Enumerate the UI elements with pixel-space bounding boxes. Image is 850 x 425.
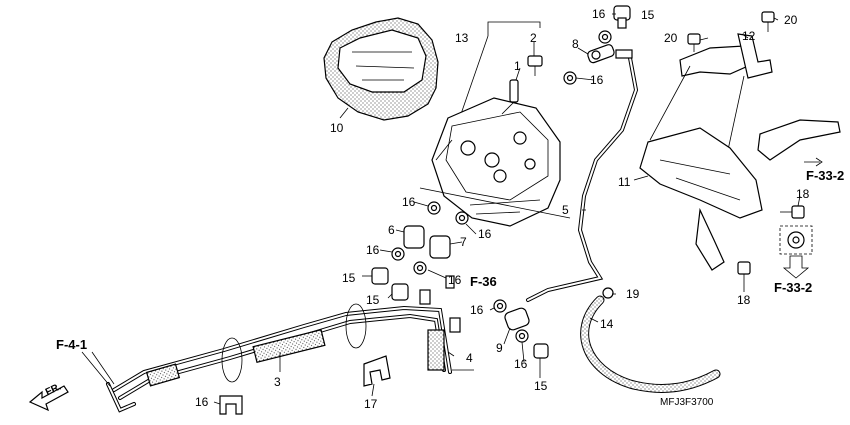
- cover-part-10: [323, 17, 439, 121]
- callout-1: 1: [514, 59, 521, 73]
- callout-19: 19: [626, 287, 640, 301]
- washer-top-group: [563, 5, 631, 85]
- fittings-group: [371, 201, 469, 333]
- callout-16g: 16: [470, 303, 484, 317]
- hose-part-14: [580, 295, 721, 394]
- callout-6: 6: [388, 223, 395, 237]
- callout-16f: 16: [448, 273, 462, 287]
- callout-11: 11: [618, 175, 631, 189]
- unit-outline-line: [419, 187, 571, 219]
- clamps-part-17: [219, 355, 391, 415]
- unit-leader: [435, 139, 453, 161]
- sensor-part-1: [501, 79, 519, 115]
- callout-16e: 16: [366, 243, 380, 257]
- callout-16a: 16: [592, 7, 606, 21]
- callout-16b: 16: [590, 73, 604, 87]
- clamp-rings: [221, 303, 367, 383]
- callout-13: 13: [455, 31, 469, 45]
- hose-part-3: [106, 305, 452, 413]
- callout-20b: 20: [784, 13, 798, 27]
- banjo-part-8: [587, 44, 633, 64]
- stay-part-12: [649, 33, 773, 151]
- callout-14: 14: [600, 317, 614, 331]
- ref-f-33-2-bottom: F-33-2: [774, 280, 812, 295]
- callout-labels: 1 2 3 4 5 6 7 8 9 10 11 12 13 14 15 15 1…: [195, 7, 810, 411]
- callout-12: 12: [742, 29, 756, 43]
- arrow-f33-top: [804, 157, 823, 167]
- callout-18b: 18: [737, 293, 751, 307]
- callout-15c: 15: [366, 293, 380, 307]
- grommet-detail: [779, 225, 813, 279]
- callout-2: 2: [530, 31, 537, 45]
- callout-4: 4: [466, 351, 473, 365]
- bolts-part-18: [737, 205, 805, 282]
- callout-16h: 16: [514, 357, 528, 371]
- banjo-part-9: [493, 299, 549, 359]
- ref-f-4-1: F-4-1: [56, 337, 87, 352]
- callout-9: 9: [496, 341, 503, 355]
- callout-15b: 15: [342, 271, 356, 285]
- callout-20a: 20: [664, 31, 678, 45]
- leader-lines: [81, 13, 801, 405]
- front-direction-arrow: [28, 385, 69, 412]
- ref-f-33-2-top: F-33-2: [806, 168, 844, 183]
- callout-3: 3: [274, 375, 281, 389]
- callout-15d: 15: [534, 379, 548, 393]
- bolt-part-2: [527, 55, 543, 76]
- stay-part-11: [639, 119, 841, 271]
- clip-part-19: [602, 287, 614, 299]
- callout-16i: 16: [195, 395, 209, 409]
- callout-16c: 16: [402, 195, 416, 209]
- callout-18a: 18: [796, 187, 810, 201]
- callout-5: 5: [562, 203, 569, 217]
- callout-17b: 17: [364, 397, 378, 411]
- diagram-code: MFJ3F3700: [660, 397, 714, 408]
- callout-7: 7: [460, 235, 467, 249]
- callout-10: 10: [330, 121, 344, 135]
- pipe-part-5: [526, 56, 639, 302]
- ref-f-36: F-36: [470, 274, 497, 289]
- callout-8: 8: [572, 37, 579, 51]
- bolts-part-20: [687, 11, 775, 52]
- callout-15a: 15: [641, 8, 655, 22]
- callout-16d: 16: [478, 227, 492, 241]
- modulator-unit: [431, 97, 561, 227]
